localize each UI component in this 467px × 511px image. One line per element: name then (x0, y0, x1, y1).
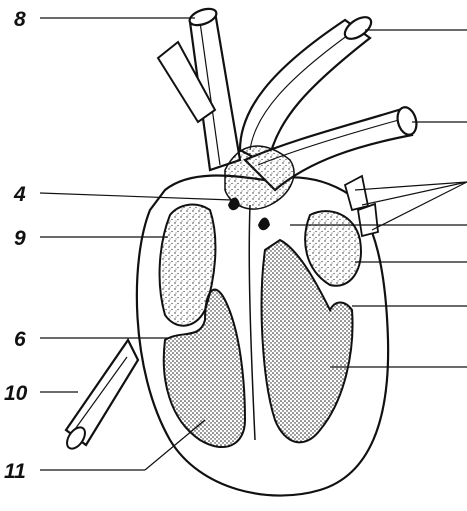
inferior-vena-cava (63, 340, 138, 452)
label-10: 10 (4, 382, 28, 405)
label-9: 9 (14, 227, 26, 250)
label-8: 8 (14, 8, 26, 31)
label-11: 11 (4, 460, 26, 483)
label-4: 4 (13, 183, 26, 206)
label-6: 6 (14, 328, 26, 351)
